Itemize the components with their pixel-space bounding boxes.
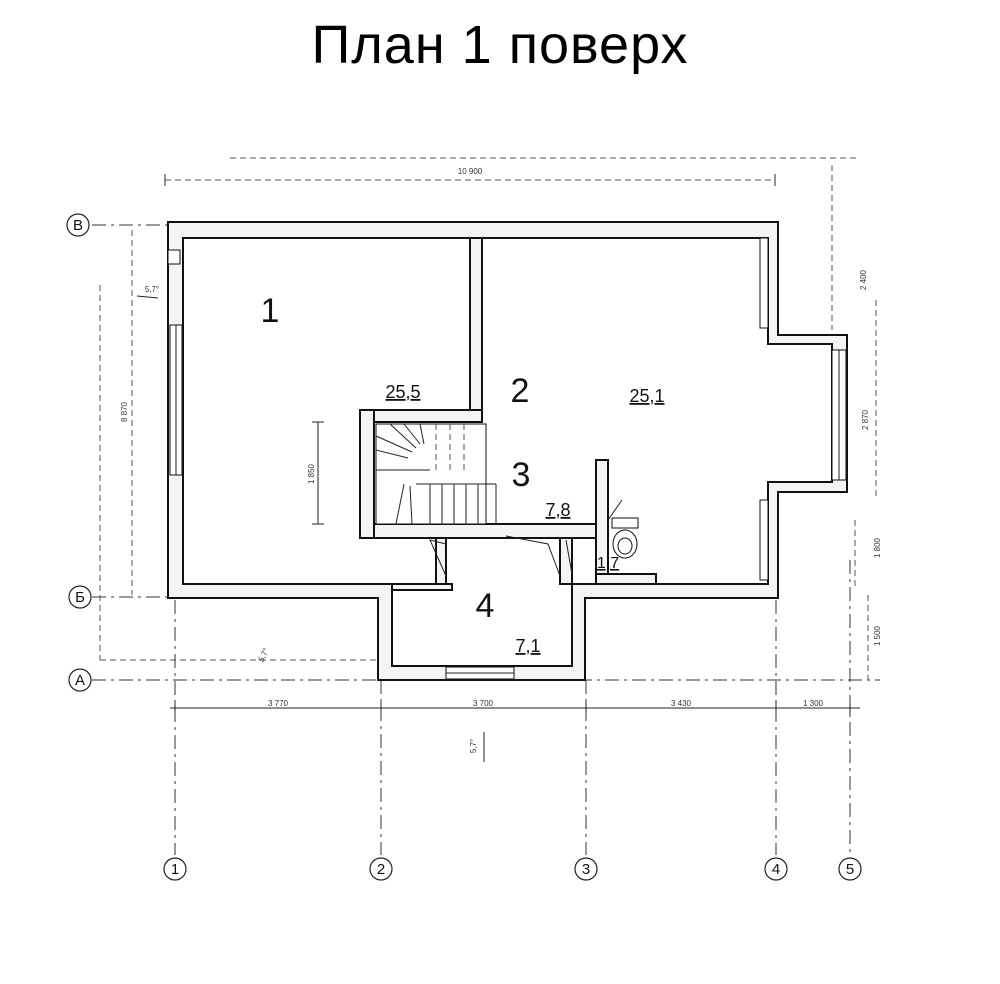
dim-right-2: 2 870 (861, 409, 870, 430)
svg-text:А: А (75, 672, 85, 689)
axis-bubble-4: 4 (764, 857, 788, 881)
room-1-area: 25,5 (385, 382, 420, 402)
slope-label-3: 5,7° (469, 739, 478, 753)
dim-left-height: 8 870 (120, 401, 129, 422)
bottom-dimensions: 3 770 3 700 3 430 1 300 (170, 699, 860, 714)
windows (167, 237, 847, 680)
doors (429, 499, 623, 577)
overall-dimension: 10 900 (164, 157, 860, 186)
toilet-fixture (611, 517, 639, 559)
slope-label-1: 5,7° (145, 285, 159, 294)
room-5-area: 1,7 (597, 555, 619, 572)
dim-bottom-4: 1 300 (803, 699, 824, 708)
axis-bubble-2: 2 (369, 857, 393, 881)
room-3-number: 3 (512, 456, 531, 494)
room-4-number: 4 (476, 587, 495, 625)
staircase: 1 850 (307, 421, 497, 525)
svg-text:2: 2 (377, 861, 385, 878)
dim-bottom-1: 3 770 (268, 699, 289, 708)
room-3-area: 7,8 (545, 500, 570, 520)
dim-bottom-3: 3 430 (671, 699, 692, 708)
right-dimensions: 2 400 2 870 1 800 1 500 (831, 165, 882, 680)
dim-right-3: 1 800 (873, 537, 882, 558)
interior-walls (359, 237, 657, 591)
svg-text:В: В (73, 217, 83, 234)
svg-text:3: 3 (582, 861, 590, 878)
axis-bubble-1: 1 (163, 857, 187, 881)
exterior-walls (167, 221, 848, 681)
dim-bottom-2: 3 700 (473, 699, 494, 708)
axis-bubble-3: 3 (574, 857, 598, 881)
dim-right-1: 2 400 (859, 269, 868, 290)
room-1-number: 1 (261, 292, 280, 330)
axis-bubble-5: 5 (838, 857, 862, 881)
axis-bubble-a: А (68, 668, 92, 692)
svg-text:Б: Б (75, 589, 85, 606)
room-labels: 1 25,5 2 25,1 3 7,8 4 7,1 1,7 (261, 292, 665, 656)
dim-right-4: 1 500 (873, 625, 882, 646)
room-2-number: 2 (511, 372, 530, 410)
axis-bubble-v: В (66, 213, 90, 237)
left-dimension: 8 870 (99, 230, 380, 661)
room-2-area: 25,1 (629, 386, 664, 406)
page-title: План 1 поверх (311, 15, 689, 75)
svg-text:1: 1 (171, 861, 179, 878)
svg-text:5: 5 (846, 861, 854, 878)
dim-stair: 1 850 (307, 463, 316, 484)
overall-dimension-label: 10 900 (458, 167, 483, 176)
room-4-area: 7,1 (515, 636, 540, 656)
axis-bubble-b: Б (68, 585, 92, 609)
svg-text:4: 4 (772, 861, 780, 878)
slope-label-2: 5,7° (257, 647, 271, 664)
